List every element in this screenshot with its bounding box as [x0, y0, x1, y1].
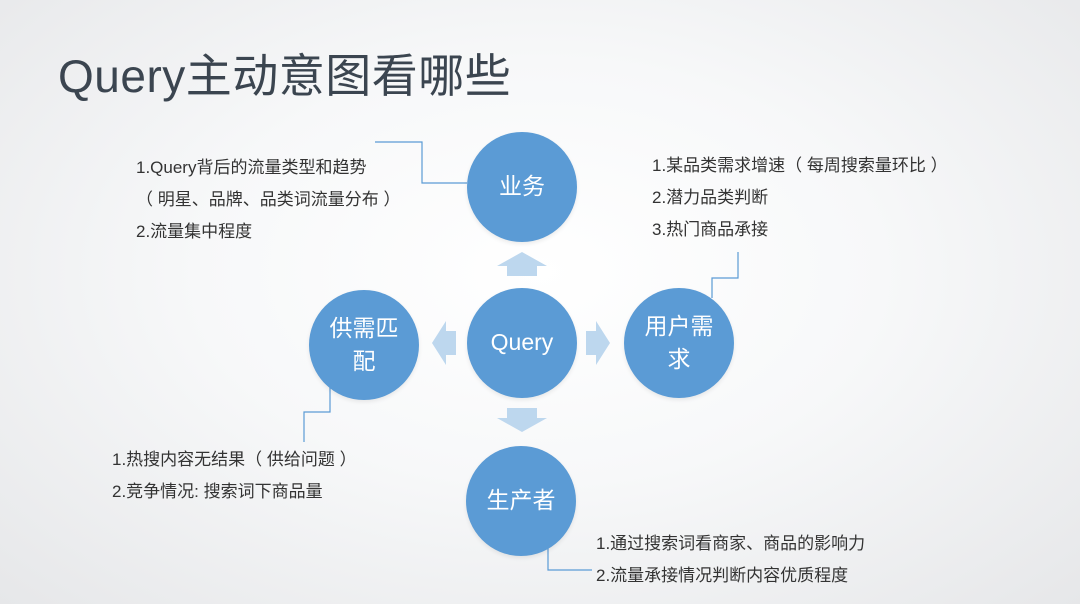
note-supply-demand-line: 2.竞争情况: 搜索词下商品量: [112, 482, 323, 501]
node-producer-label: 生产者: [486, 487, 556, 514]
note-supply-demand-line: 1.热搜内容无结果（ 供给问题 ）: [112, 450, 357, 469]
node-center-query: Query: [467, 288, 577, 398]
note-user-needs-line: 3.热门商品承接: [652, 220, 769, 239]
note-user-needs: 1.某品类需求增速（ 每周搜索量环比 ） 2.潜力品类判断 3.热门商品承接: [652, 150, 948, 246]
node-user-needs: 用户需 求: [624, 288, 734, 398]
page-title: Query主动意图看哪些: [58, 50, 512, 102]
node-business-label: 业务: [499, 173, 545, 200]
arrow-down: [497, 408, 547, 432]
arrow-right: [586, 321, 610, 365]
node-supply-demand-line2: 配: [352, 348, 376, 374]
node-business: 业务: [467, 132, 577, 242]
connector-business: [375, 141, 467, 184]
arrow-up: [497, 252, 547, 276]
node-user-needs-line2: 求: [667, 346, 691, 372]
note-business-line: （ 明星、品牌、品类词流量分布 ）: [136, 190, 401, 209]
note-business-line: 1.Query背后的流量类型和趋势: [136, 158, 367, 177]
node-center-label: Query: [490, 329, 554, 356]
arrow-left: [432, 321, 456, 365]
node-producer: 生产者: [466, 446, 576, 556]
note-user-needs-line: 2.潜力品类判断: [652, 188, 769, 207]
note-business: 1.Query背后的流量类型和趋势 （ 明星、品牌、品类词流量分布 ） 2.流量…: [136, 152, 400, 248]
node-supply-demand-line1: 供需匹: [329, 314, 399, 341]
node-user-needs-line1: 用户需: [644, 312, 714, 339]
connector-producer: [547, 540, 592, 571]
node-supply-demand: 供需匹 配: [309, 290, 419, 400]
note-business-line: 2.流量集中程度: [136, 222, 253, 241]
note-producer: 1.通过搜索词看商家、商品的影响力 2.流量承接情况判断内容优质程度: [596, 528, 865, 592]
note-producer-line: 2.流量承接情况判断内容优质程度: [596, 566, 849, 585]
note-supply-demand: 1.热搜内容无结果（ 供给问题 ） 2.竞争情况: 搜索词下商品量: [112, 444, 357, 508]
note-producer-line: 1.通过搜索词看商家、商品的影响力: [596, 534, 866, 553]
connector-supply-demand: [303, 385, 331, 442]
note-user-needs-line: 1.某品类需求增速（ 每周搜索量环比 ）: [652, 156, 948, 175]
connector-user-needs: [711, 252, 739, 298]
